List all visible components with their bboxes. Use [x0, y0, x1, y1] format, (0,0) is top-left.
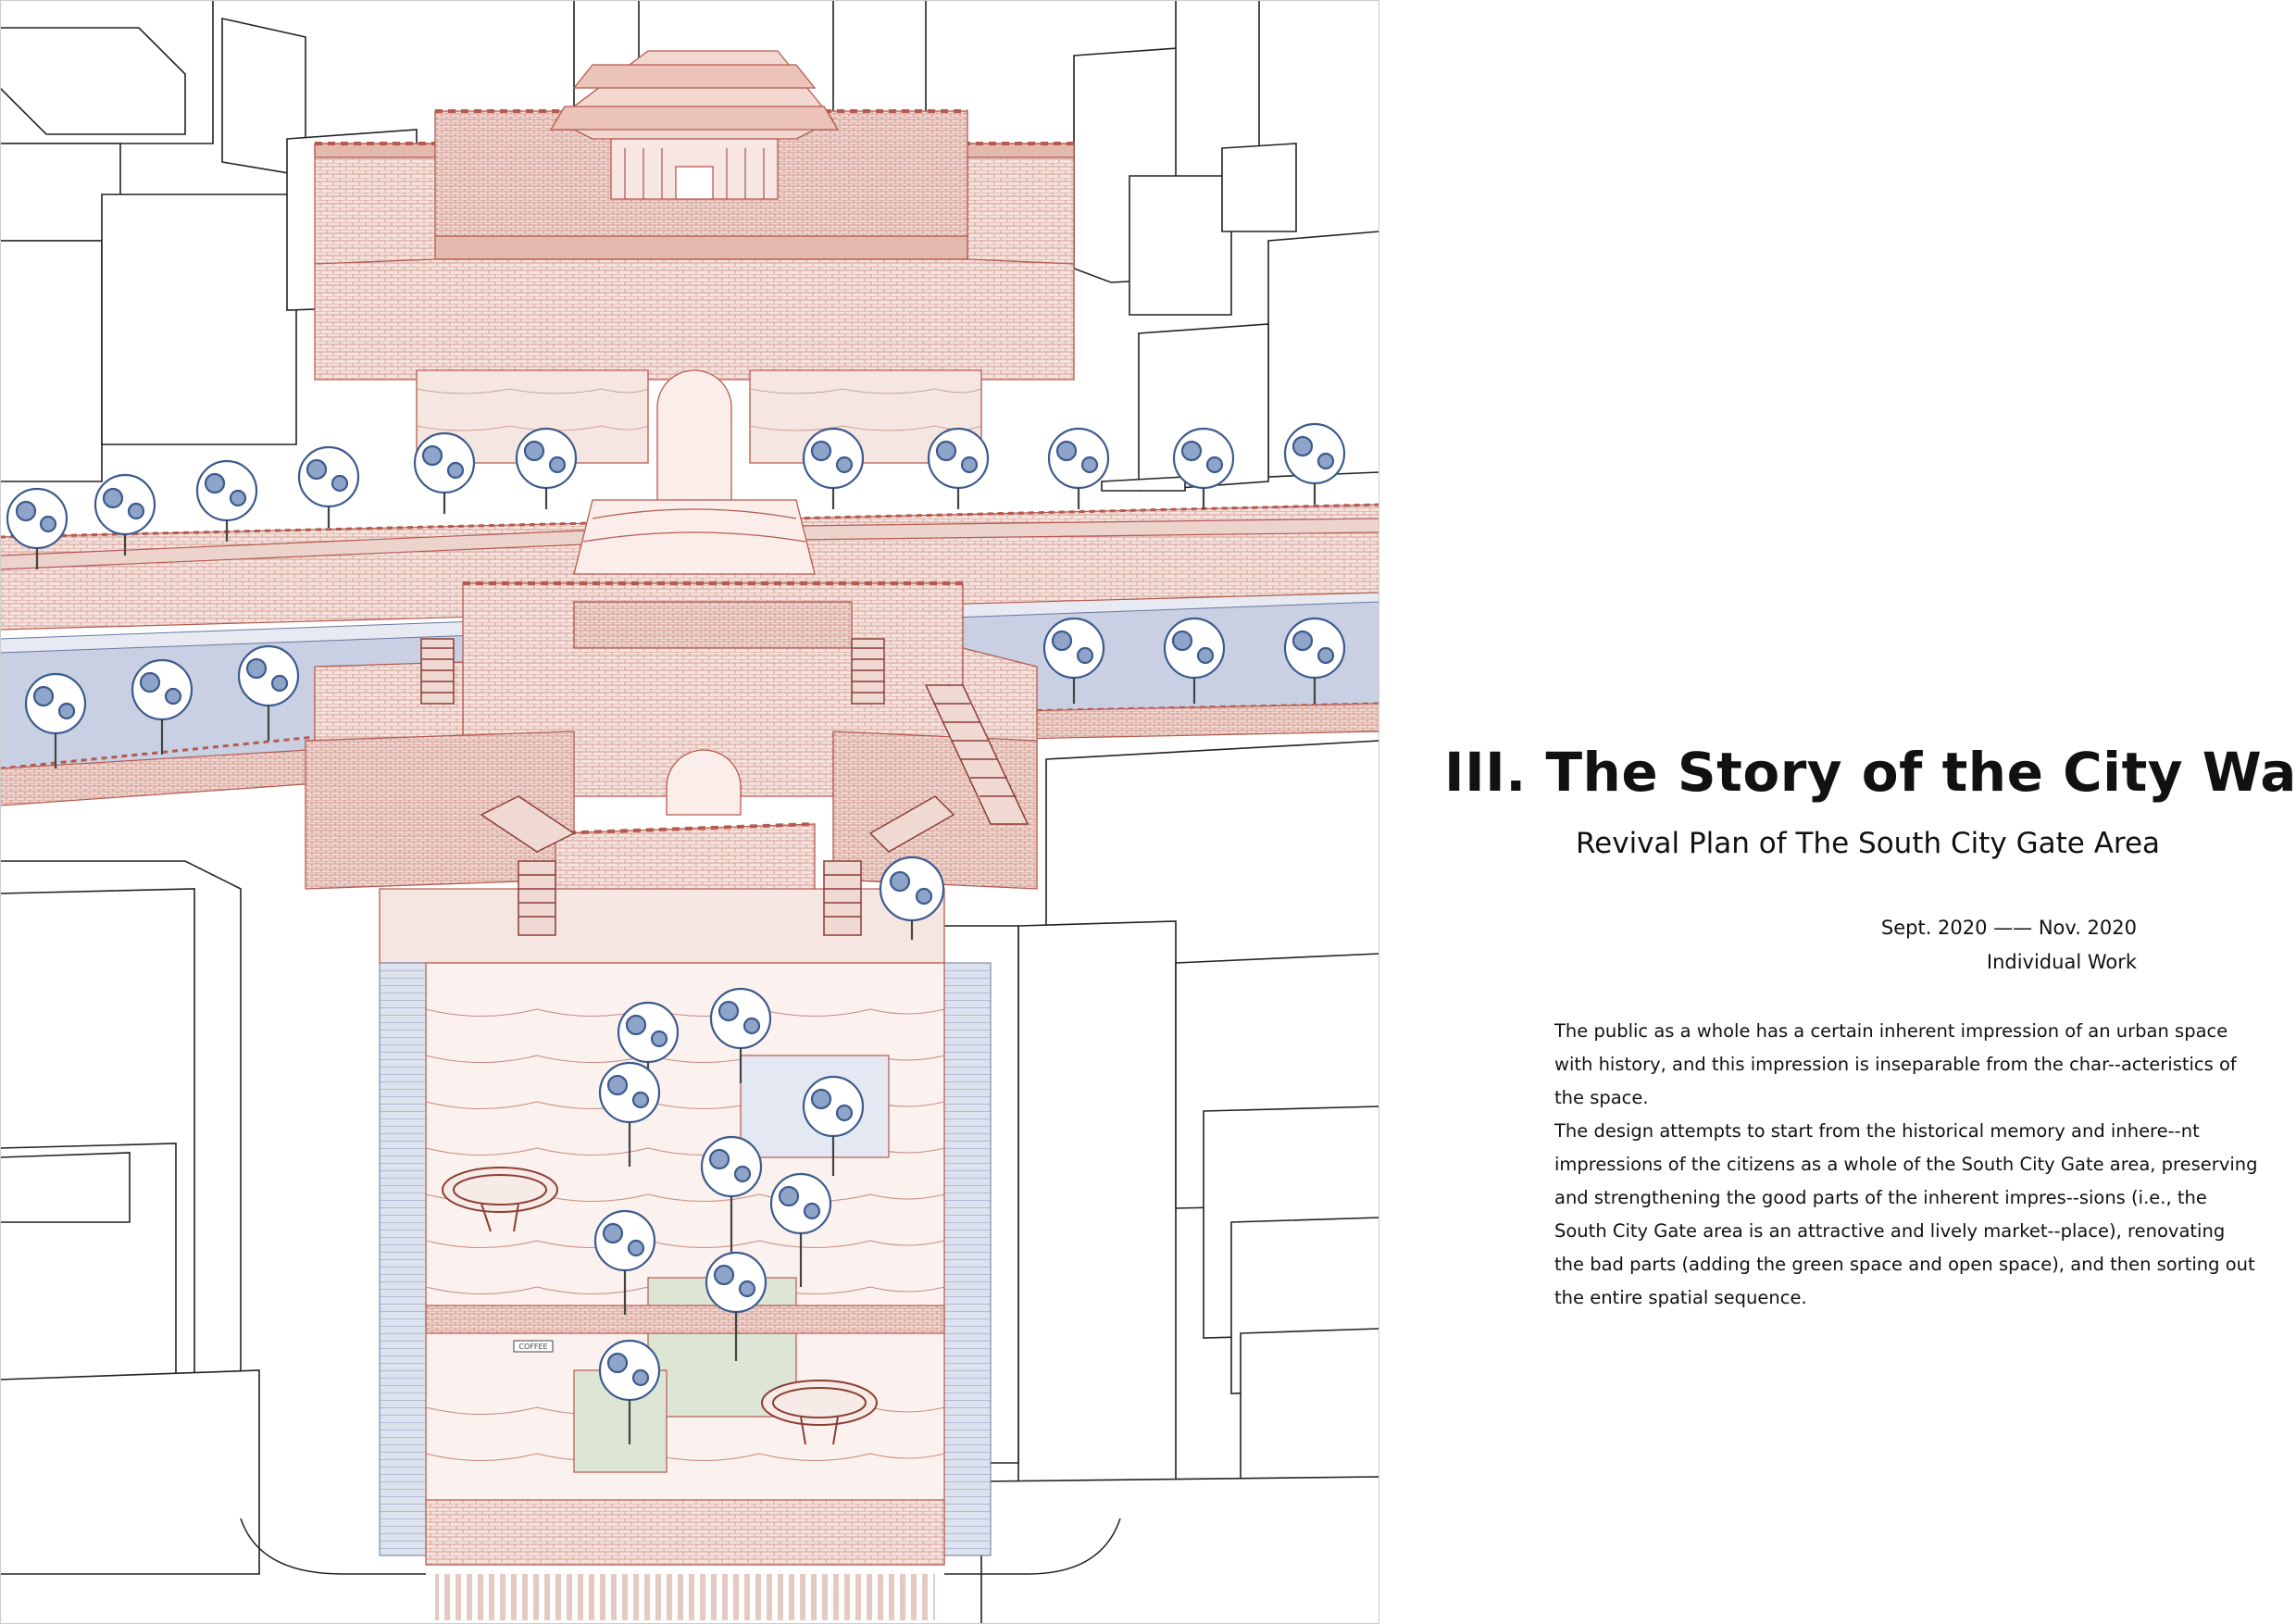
tree-icon	[598, 1061, 661, 1167]
sidewalks	[379, 962, 992, 1556]
tree-icon	[94, 473, 156, 556]
coffee-sign-text: COFFEE	[518, 1343, 547, 1351]
tree-icon	[927, 427, 990, 509]
drawing-canvas: COFFEE	[0, 0, 1379, 1624]
tree-icon	[709, 987, 772, 1083]
tree-icon	[802, 1075, 865, 1176]
tree-icon	[131, 658, 193, 755]
tree-icon	[1283, 617, 1346, 704]
tree-icon	[237, 644, 300, 741]
tree-icon	[515, 427, 578, 509]
coffee-sign: COFFEE	[513, 1340, 554, 1353]
section-subtitle: Revival Plan of The South City Gate Area	[1576, 827, 2161, 860]
description-paragraph-2: The design attempts to start from the hi…	[1554, 1120, 2258, 1308]
tree-icon	[705, 1251, 767, 1361]
tree-icon	[769, 1172, 832, 1287]
tree-icon	[598, 1339, 661, 1444]
tree-icon	[700, 1135, 763, 1278]
tree-icon	[879, 856, 945, 940]
crosswalk-icon	[240, 1518, 1121, 1620]
section-title: III. The Story of the City Wall	[1444, 741, 2296, 804]
project-dates: Sept. 2020 —— Nov. 2020	[1880, 917, 2137, 939]
tree-icon	[1283, 422, 1346, 505]
market-plaza	[425, 962, 945, 1566]
tree-icon	[802, 427, 865, 509]
trees	[6, 422, 1346, 1444]
gate-tower-upper	[314, 50, 1075, 575]
tree-icon	[297, 445, 360, 528]
staircase-icon	[420, 638, 1029, 936]
tree-icon	[195, 459, 258, 542]
description-paragraph-1: The public as a whole has a certain inhe…	[1554, 1020, 2237, 1108]
tree-icon	[1042, 617, 1105, 704]
tree-icon	[24, 672, 87, 768]
tree-icon	[1172, 427, 1235, 509]
project-description: The public as a whole has a certain inhe…	[1554, 1015, 2258, 1315]
project-type: Individual Work	[1986, 951, 2137, 973]
tree-icon	[593, 1209, 656, 1315]
axonometric-drawing: COFFEE	[0, 0, 1379, 1624]
tree-icon	[413, 431, 476, 514]
tree-icon	[1163, 617, 1226, 704]
project-description-panel: III. The Story of the City Wall Revival …	[1379, 0, 2296, 1624]
tree-icon	[1047, 427, 1110, 509]
pavilion-ring-icon	[442, 1167, 878, 1445]
gate-tower-middle	[305, 581, 1038, 964]
tree-icon	[617, 1001, 680, 1111]
tree-icon	[6, 487, 69, 569]
